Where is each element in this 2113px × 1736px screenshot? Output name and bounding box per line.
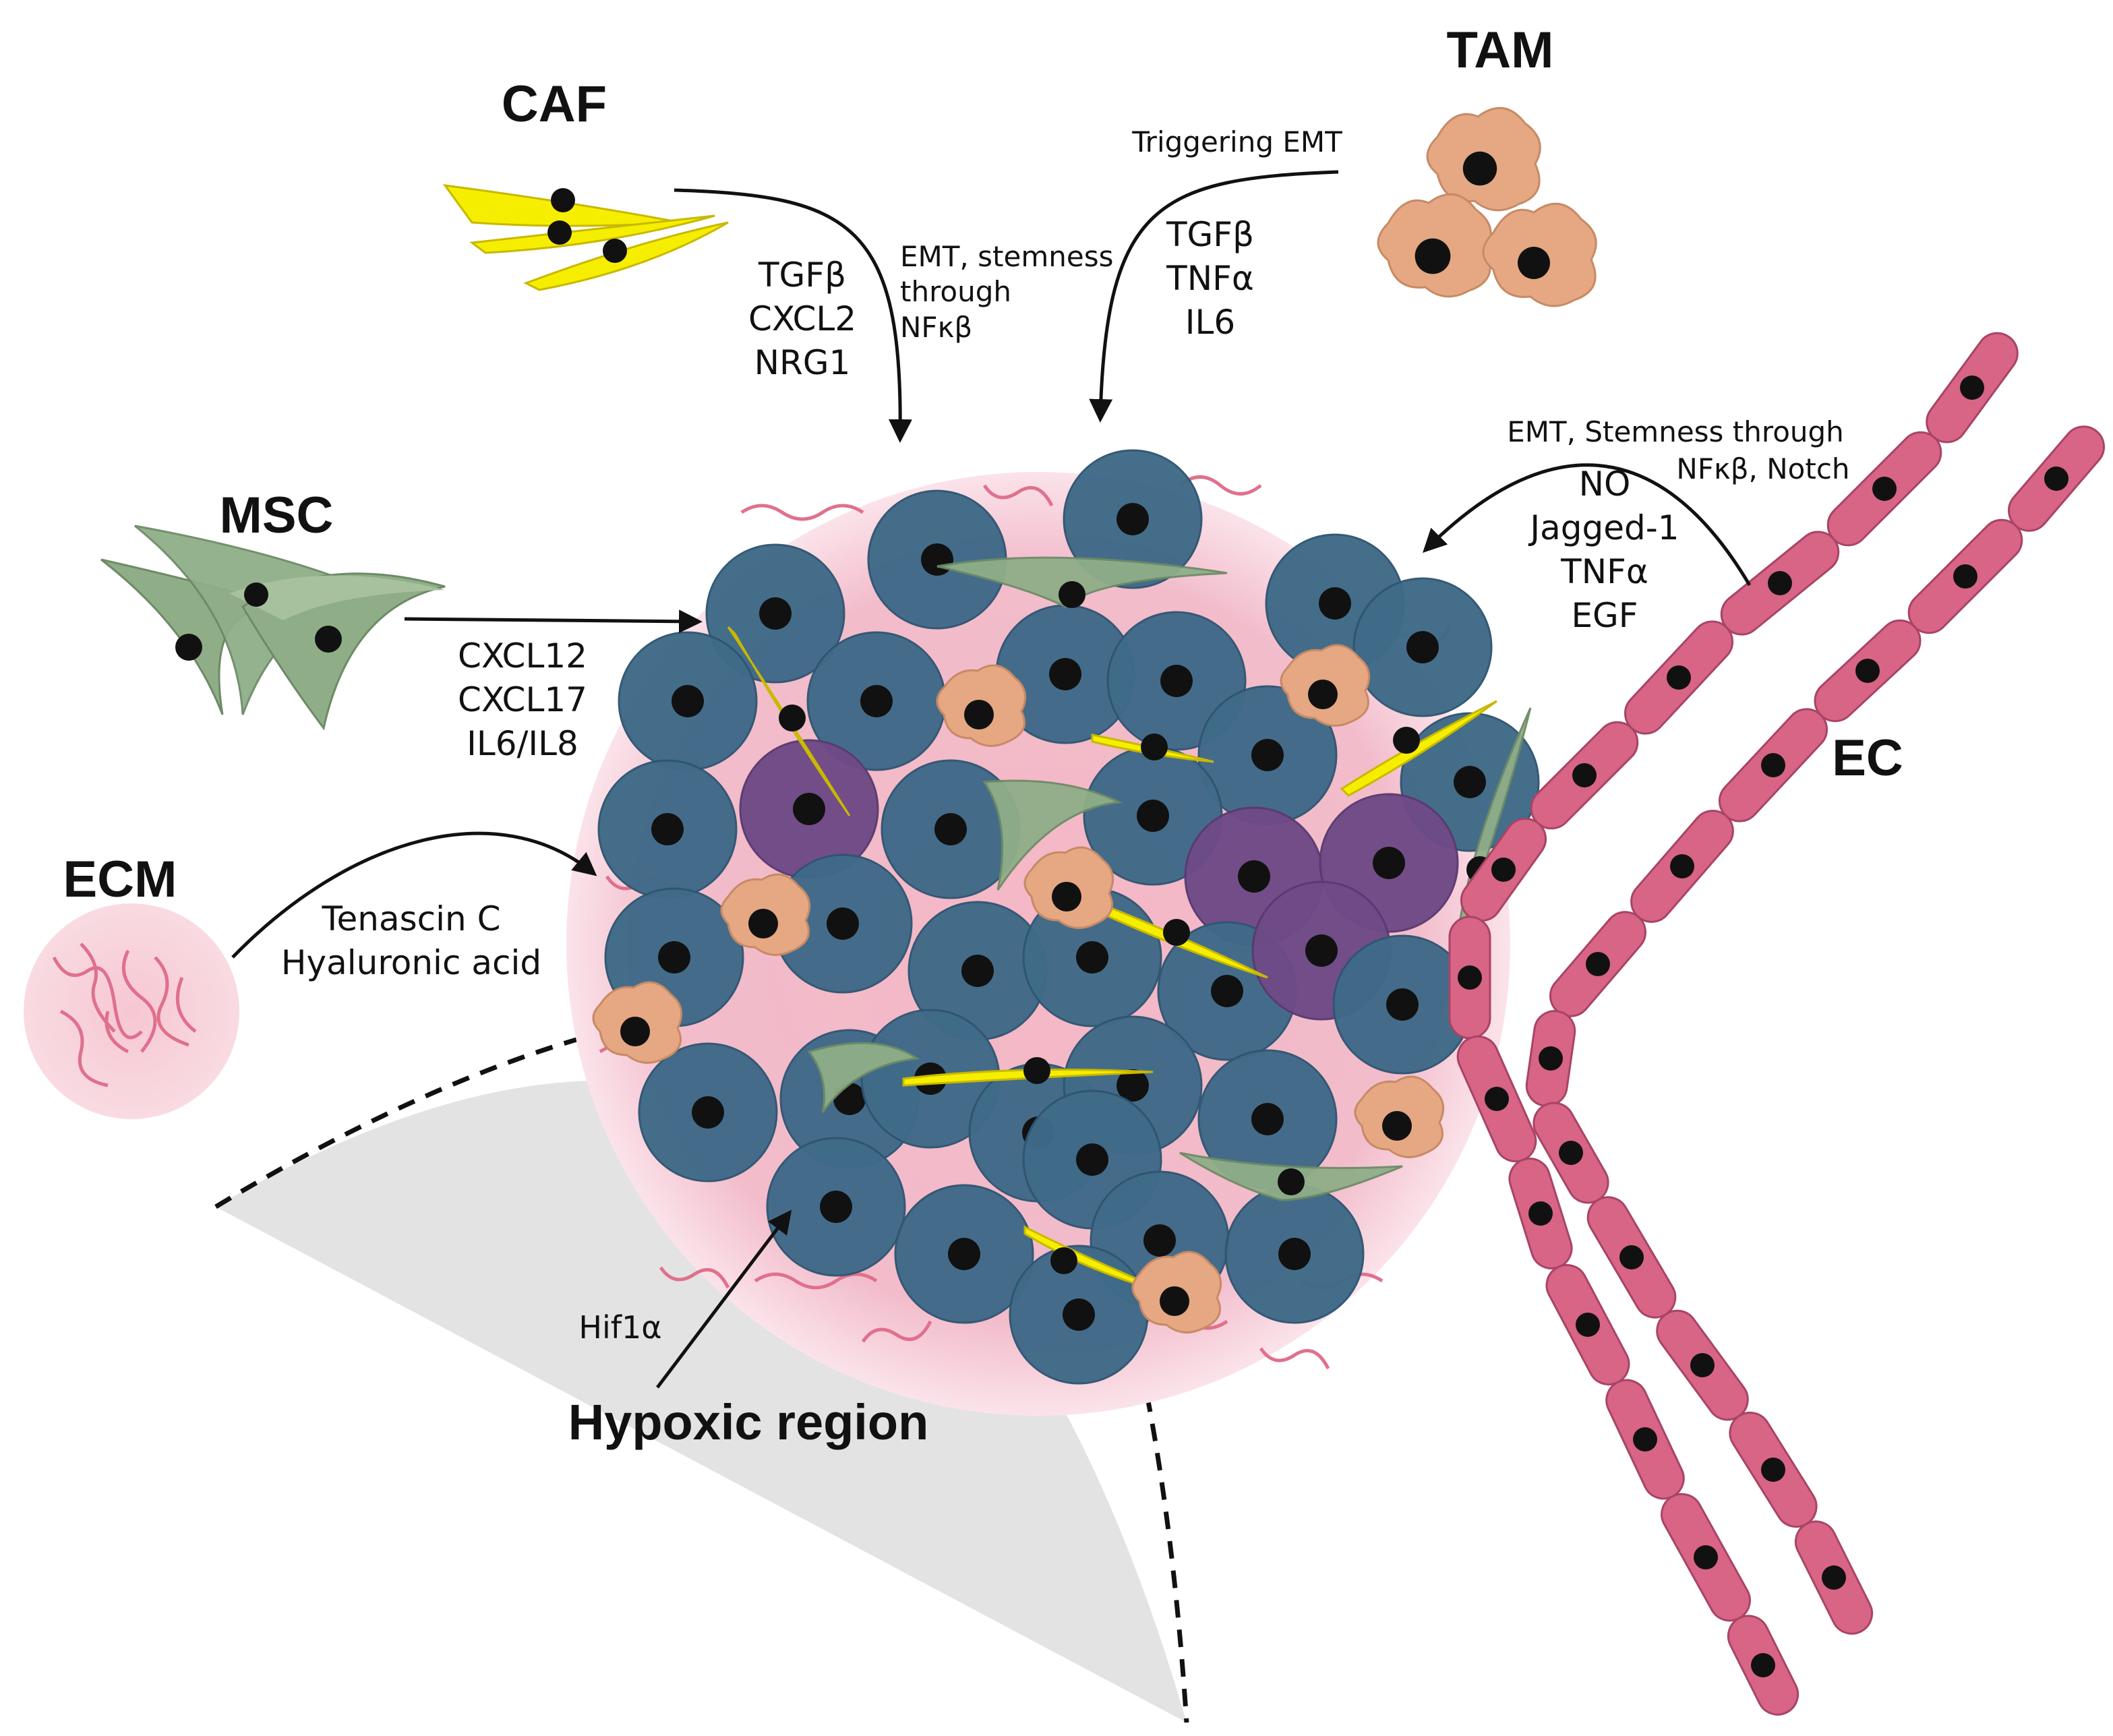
- tam-arrow: [1089, 170, 1339, 423]
- endothelial-cells: [1448, 332, 2105, 1716]
- msc-factor-1: CXCL12: [458, 636, 587, 676]
- ec-factor-4: EGF: [1571, 596, 1638, 635]
- caf-factor-3: NRG1: [754, 343, 851, 382]
- hypoxic-region-label: Hypoxic region: [568, 1394, 929, 1450]
- hif1a-label: Hif1α: [578, 1309, 661, 1346]
- ec-factor-2: Jagged-1: [1528, 508, 1679, 547]
- tam-label: TAM: [1447, 22, 1554, 79]
- caf-effect-3: NFκβ: [900, 311, 972, 344]
- tumor-cells: [597, 449, 1540, 1385]
- tam-factor-1: TGFβ: [1166, 215, 1254, 254]
- ecm-disk: [24, 903, 239, 1119]
- tam-cells: [1377, 107, 1597, 307]
- ecm-arrow: [231, 831, 597, 959]
- ec-label: EC: [1832, 729, 1903, 787]
- msc-label: MSC: [220, 487, 334, 544]
- caf-arrow: [674, 188, 912, 443]
- msc-factor-3: IL6/IL8: [467, 724, 578, 763]
- caf-factor-2: CXCL2: [748, 299, 856, 338]
- caf-effect-2: through: [900, 275, 1011, 308]
- tam-factor-3: IL6: [1185, 303, 1235, 342]
- ec-effect-2: NFκβ, Notch: [1676, 452, 1849, 485]
- infiltrating-cells: [592, 556, 1532, 1334]
- msc-arrow: [404, 609, 703, 634]
- hypoxia-arrow: [656, 1209, 792, 1389]
- ec-factor-1: NO: [1579, 465, 1631, 504]
- tam-factor-2: TNFα: [1166, 259, 1254, 298]
- caf-label: CAF: [502, 76, 607, 133]
- ecm-factor-2: Hyaluronic acid: [281, 943, 541, 982]
- ecm-label: ECM: [63, 851, 177, 908]
- ec-factor-3: TNFα: [1560, 552, 1648, 591]
- ec-effect-1: EMT, Stemness through: [1507, 415, 1844, 448]
- ec-arrow: [1423, 463, 1752, 587]
- tam-effect: Triggering EMT: [1131, 125, 1342, 158]
- caf-cells: [442, 184, 729, 291]
- msc-factor-2: CXCL17: [458, 680, 587, 719]
- msc-cells: [100, 525, 446, 731]
- ecm-factor-1: Tenascin C: [321, 899, 500, 938]
- caf-factor-1: TGFβ: [758, 256, 846, 295]
- caf-effect-1: EMT, stemness: [900, 240, 1113, 273]
